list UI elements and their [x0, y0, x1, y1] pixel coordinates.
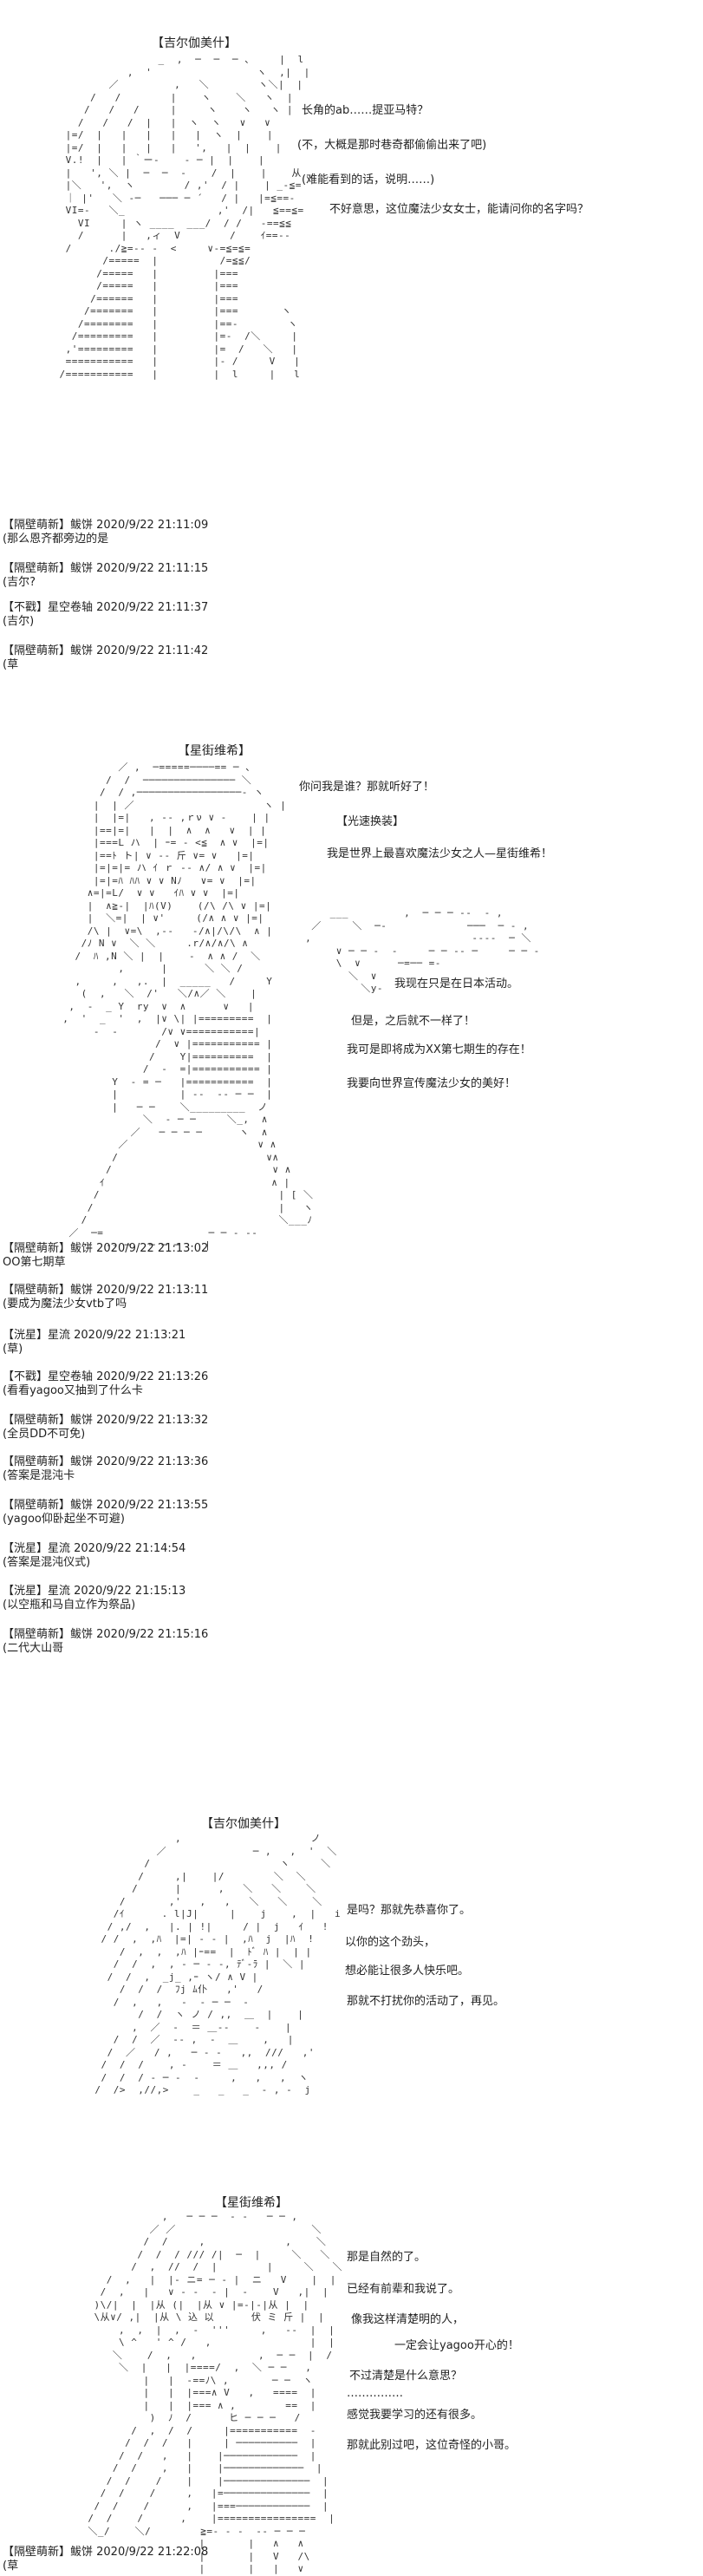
- comment: 【隔壁萌新】鲅饼 2020/9/22 21:13:02 OO第七期草: [3, 1242, 208, 1270]
- comment: 【洸星】星流 2020/9/22 21:13:21 (草): [3, 1329, 186, 1357]
- scene-1-ascii-art: _ , ─ ─ ─ 、 | l , ' ヽ ,| | ／ , ＼ ヽ＼| | /…: [59, 54, 310, 380]
- scene-4-ascii-art: , ─ ─ ─ ‐ ‐ ─ ─ , ／ ／ ＼ / / , , ＼ / / / …: [88, 2211, 343, 2574]
- scene-2-line-2: 【光速换装】: [336, 815, 405, 828]
- scene-4-line-5: 不过清楚是什么意思？: [349, 2370, 463, 2383]
- comment-message: (全员DD不可免): [3, 1428, 86, 1441]
- comment-meta: 【隔壁萌新】鲅饼 2020/9/22 21:13:36: [3, 1455, 209, 1468]
- comment-message: OO第七期草: [3, 1256, 66, 1269]
- scene-4-line-2: 已经有前辈和我说了。: [347, 2283, 460, 2296]
- scene-3-line-4: 那就不打扰你的活动了，再见。: [347, 1995, 505, 2008]
- comment-message: (要成为魔法少女vtb了吗: [3, 1298, 127, 1311]
- scene-4-title: 【星街维希】: [215, 2196, 288, 2210]
- scene-3-line-1: 是吗？那就先恭喜你了。: [347, 1904, 472, 1917]
- comment-meta: 【隔壁萌新】鲅饼 2020/9/22 21:11:15: [3, 562, 209, 575]
- scene-2-arm-art: ___ , ─ ─ ─ ‐‐ ‐ , ／ ＼ ─‐ ─── ─ ‐ , , ‐‐…: [305, 907, 540, 994]
- scene-2-line-4: 我现在只是在日本活动。: [394, 977, 519, 991]
- comment-message: (二代大山哥: [3, 1642, 64, 1655]
- comment-message: (草: [3, 658, 19, 671]
- comment-meta: 【洸星】星流 2020/9/22 21:14:54: [3, 1542, 186, 1555]
- comment-meta: 【隔壁萌新】鲅饼 2020/9/22 21:11:42: [3, 644, 209, 657]
- comment: 【隔壁萌新】鲅饼 2020/9/22 21:11:09 (那么恩齐都旁边的是: [3, 519, 208, 546]
- comment-message: (吉尔?: [3, 576, 36, 589]
- comment: 【洸星】星流 2020/9/22 21:14:54 (答案是混沌仪式): [3, 1542, 186, 1570]
- comment-message: (吉尔): [3, 615, 35, 628]
- comment-meta: 【隔壁萌新】鲅饼 2020/9/22 21:13:55: [3, 1499, 209, 1512]
- comment-meta: 【不戳】星空卷轴 2020/9/22 21:13:26: [3, 1370, 209, 1383]
- comment-meta: 【洸星】星流 2020/9/22 21:15:13: [3, 1585, 186, 1598]
- scene-4-line-1: 那是自然的了。: [347, 2251, 426, 2264]
- scene-2-line-5: 但是，之后就不一样了！: [351, 1015, 476, 1028]
- comment: 【不戳】星空卷轴 2020/9/22 21:13:26 (看看yagoo又抽到了…: [3, 1370, 208, 1398]
- scene-2-line-6: 我可是即将成为XX第七期生的存在！: [347, 1043, 531, 1056]
- scene-2-line-7: 我要向世界宣传魔法少女的美好！: [347, 1077, 517, 1090]
- comment: 【洸星】星流 2020/9/22 21:15:13 (以空瓶和马自立作为祭品): [3, 1585, 186, 1612]
- comment: 【隔壁萌新】鲅饼 2020/9/22 21:11:15 (吉尔?: [3, 562, 208, 590]
- scene-2-line-1: 你问我是谁？那就听好了！: [299, 781, 435, 794]
- scene-4-line-3: 像我这样清楚明的人，: [351, 2313, 465, 2326]
- comment-message: (答案是混沌卡: [3, 1469, 75, 1482]
- comment-meta: 【隔壁萌新】鲅饼 2020/9/22 21:13:02: [3, 1242, 209, 1255]
- scene-1-line-2: (不，大概是那时巷奇都偷偷出来了吧): [297, 139, 487, 152]
- comment: 【隔壁萌新】鲅饼 2020/9/22 21:13:36 (答案是混沌卡: [3, 1455, 208, 1483]
- scene-3-line-3: 想必能让很多人快乐吧。: [345, 1965, 470, 1978]
- comment-message: (看看yagoo又抽到了什么卡: [3, 1384, 143, 1397]
- comment-meta: 【隔壁萌新】鲅饼 2020/9/22 21:22:08: [3, 2546, 209, 2559]
- comment-message: (那么恩齐都旁边的是: [3, 533, 109, 546]
- scene-3-title: 【吉尔伽美什】: [201, 1817, 286, 1831]
- scene-3-line-2: 以你的这个劲头，: [345, 1936, 436, 1949]
- comment: 【隔壁萌新】鲅饼 2020/9/22 21:13:11 (要成为魔法少女vtb了…: [3, 1284, 208, 1311]
- comment-meta: 【隔壁萌新】鲅饼 2020/9/22 21:11:09: [3, 519, 209, 532]
- scene-4-line-8: 那就此别过吧，这位奇怪的小哥。: [347, 2439, 517, 2452]
- scene-2-title: 【星街维希】: [178, 744, 251, 758]
- comment: 【不戳】星空卷轴 2020/9/22 21:11:37 (吉尔): [3, 601, 208, 629]
- scene-1-line-3: (难能看到的话，说明……): [302, 173, 435, 186]
- comment: 【隔壁萌新】鲅饼 2020/9/22 21:15:16 (二代大山哥: [3, 1628, 208, 1656]
- comment-meta: 【隔壁萌新】鲅饼 2020/9/22 21:15:16: [3, 1628, 209, 1641]
- comment-message: (草): [3, 1343, 23, 1356]
- scene-2-ascii-art: ／ , ─=====────== ─ 、 / / ───────────────…: [62, 762, 314, 1251]
- comment-message: (以空瓶和马自立作为祭品): [3, 1599, 136, 1612]
- comment-message: (答案是混沌仪式): [3, 1556, 91, 1569]
- comment-meta: 【隔壁萌新】鲅饼 2020/9/22 21:13:11: [3, 1284, 209, 1297]
- comment: 【隔壁萌新】鲅饼 2020/9/22 21:11:42 (草: [3, 644, 208, 672]
- scene-1-title: 【吉尔伽美什】: [152, 36, 237, 50]
- scene-1-line-1: 长角的ab……提亚马特？: [302, 104, 429, 117]
- scene-3-ascii-art: , ノ ／ ─ , , ' ＼ / ヽ ＼ / ,| |/ ＼ ＼ / | , …: [94, 1833, 342, 2095]
- comment-meta: 【洸星】星流 2020/9/22 21:13:21: [3, 1329, 186, 1342]
- comment: 【隔壁萌新】鲅饼 2020/9/22 21:13:55 (yagoo仰卧起坐不可…: [3, 1499, 208, 1527]
- comment-message: (yagoo仰卧起坐不可避): [3, 1513, 125, 1526]
- comment: 【隔壁萌新】鲅饼 2020/9/22 21:22:08 (草: [3, 2546, 208, 2573]
- comment-meta: 【不戳】星空卷轴 2020/9/22 21:11:37: [3, 601, 209, 614]
- scene-4-line-6: ……………: [347, 2387, 403, 2400]
- scene-4-line-4: 一定会让yagoo开心的！: [394, 2339, 519, 2352]
- comment: 【隔壁萌新】鲅饼 2020/9/22 21:13:32 (全员DD不可免): [3, 1414, 208, 1442]
- scene-2-line-3: 我是世界上最喜欢魔法少女之人—星街维希！: [327, 847, 553, 860]
- scene-1-line-4: 不好意思，这位魔法少女女士，能请问你的名字吗？: [329, 203, 589, 216]
- scene-4-line-7: 感觉我要学习的还有很多。: [347, 2409, 483, 2422]
- comment-message: (草: [3, 2560, 19, 2573]
- comment-meta: 【隔壁萌新】鲅饼 2020/9/22 21:13:32: [3, 1414, 209, 1427]
